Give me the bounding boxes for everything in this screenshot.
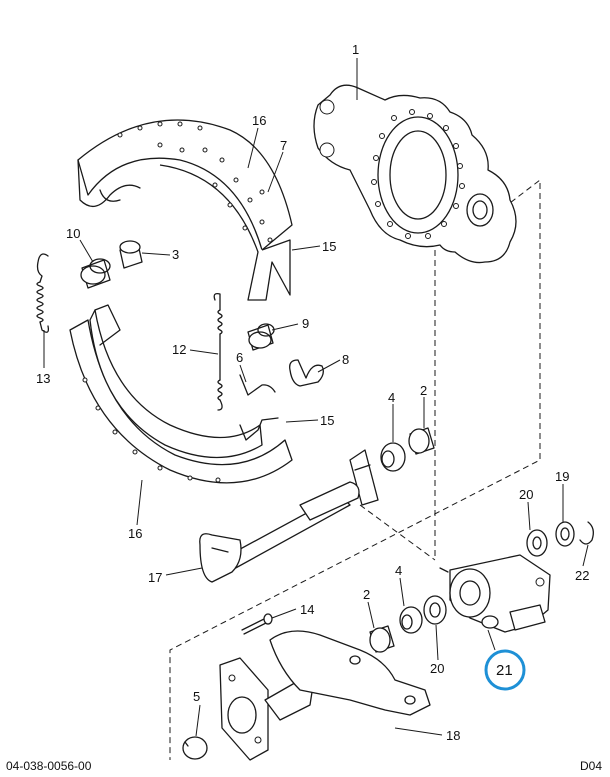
roller-part-small	[247, 323, 275, 351]
callout-20-upper: 20	[519, 487, 533, 502]
sheet-code: D04	[579, 759, 602, 773]
lower-brake-shoe-part	[69, 304, 293, 484]
callout-14: 14	[300, 602, 314, 617]
bearing-lower-part	[399, 606, 423, 634]
leader-lines	[43, 58, 589, 737]
assembly-dash-lines	[169, 178, 541, 760]
callout-8: 8	[342, 352, 349, 367]
upper-brake-shoe-part	[77, 119, 293, 301]
lower-lining-rivets	[82, 377, 221, 483]
callout-4-upper: 4	[388, 390, 395, 405]
snap-ring-22-part	[579, 521, 594, 545]
callout-19: 19	[555, 469, 569, 484]
callout-18: 18	[446, 728, 460, 743]
callout-9: 9	[302, 316, 309, 331]
bolt-14-part	[241, 613, 273, 635]
callout-21: 21	[496, 662, 513, 679]
washer-20-lower-part	[423, 595, 447, 625]
slack-adjuster-part	[439, 554, 551, 633]
callout-4-lower: 4	[395, 563, 402, 578]
return-spring-12-part	[213, 292, 223, 411]
callout-21-highlight-ring	[484, 649, 526, 691]
callout-22: 22	[575, 568, 589, 583]
callout-labels: 1 16 7 15 10 3 9 12 6 8 13 4 2 15 16 17 …	[36, 42, 589, 743]
upper-lining-rivets	[117, 121, 273, 243]
callout-13: 13	[36, 371, 50, 386]
callout-15-upper: 15	[322, 239, 336, 254]
callout-3: 3	[172, 247, 179, 262]
callout-17: 17	[148, 570, 162, 585]
anchor-pin-part	[239, 374, 276, 396]
callout-2-upper: 2	[420, 383, 427, 398]
callout-7: 7	[280, 138, 287, 153]
spider-bolt-holes	[371, 109, 465, 239]
callout-12: 12	[172, 342, 186, 357]
callout-5: 5	[193, 689, 200, 704]
document-number: 04-038-0056-00	[6, 759, 92, 773]
callout-6: 6	[236, 350, 243, 365]
chamber-bracket-part	[219, 630, 431, 761]
brake-spider-part	[313, 84, 517, 264]
bearing-upper-part	[380, 442, 406, 472]
callout-20-lower: 20	[430, 661, 444, 676]
callout-15-lower: 15	[320, 413, 334, 428]
bushing-lower-part	[369, 625, 395, 653]
camshaft-part	[199, 481, 360, 583]
washer-19-part	[555, 521, 575, 547]
snap-ring-5-part	[182, 736, 208, 760]
callout-16-upper: 16	[252, 113, 266, 128]
callout-16-lower: 16	[128, 526, 142, 541]
bushing-upper-part	[408, 427, 435, 455]
callout-2-lower: 2	[363, 587, 370, 602]
callout-1: 1	[352, 42, 359, 57]
retainer-clip-part	[289, 359, 324, 387]
washer-20-upper-part	[526, 529, 548, 557]
roller-part	[80, 258, 111, 289]
bushing-part	[119, 240, 143, 269]
callout-10: 10	[66, 226, 80, 241]
return-spring-13-part	[36, 253, 50, 333]
